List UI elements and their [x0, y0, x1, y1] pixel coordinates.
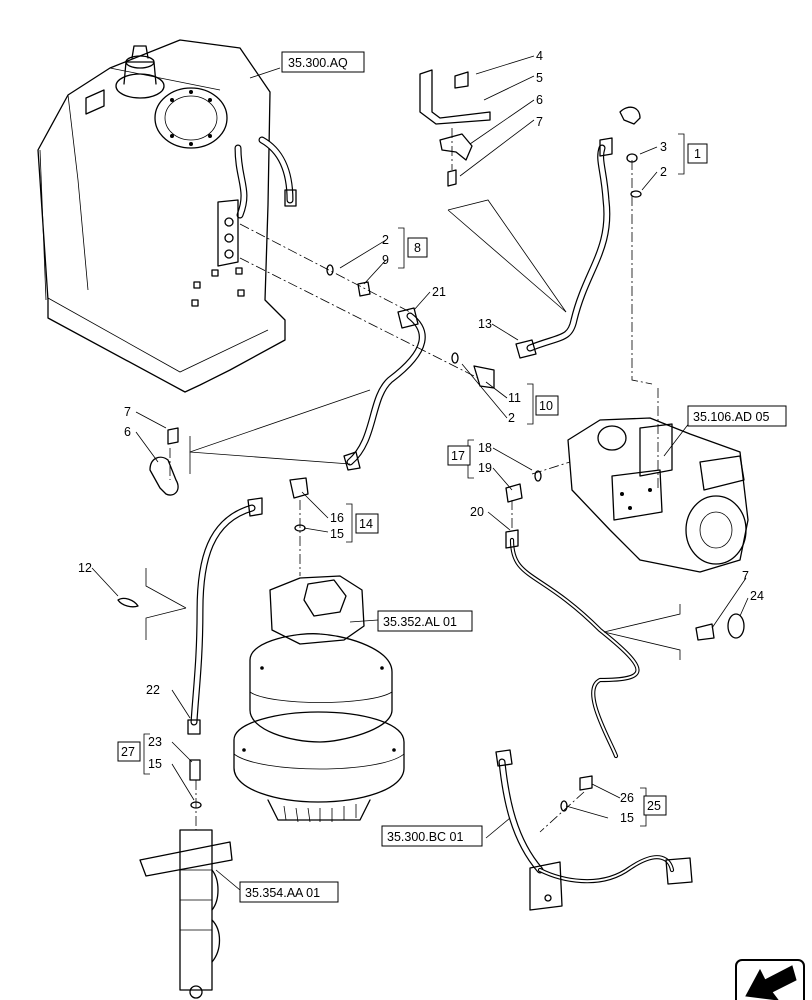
group-brackets: [143, 133, 685, 827]
center-joint: [139, 829, 233, 999]
ref-swing-motor-box: [377, 610, 473, 632]
item-3: 3: [660, 140, 667, 154]
ref-tank: 35.300.AQ: [288, 56, 348, 70]
item-4: 4: [536, 49, 543, 63]
group-14: 14: [359, 517, 373, 531]
item-9: 9: [382, 253, 389, 267]
group-27: 27: [121, 745, 135, 759]
leader-lines: [91, 55, 749, 891]
ref-swing-motor: 35.352.AL 01: [383, 615, 457, 629]
group-1: 1: [694, 147, 701, 161]
item-18: 18: [478, 441, 492, 455]
item-19: 19: [478, 461, 492, 475]
item-7: 7: [742, 569, 749, 583]
swing-motor: [233, 575, 405, 823]
item-15: 15: [330, 527, 344, 541]
item-26: 26: [620, 791, 634, 805]
view-indicators: [145, 199, 681, 660]
center-lines: [169, 128, 659, 833]
item-24: 24: [750, 589, 764, 603]
bracket-parts: [419, 69, 491, 187]
group-8: 8: [414, 241, 421, 255]
next-page-arrow-icon[interactable]: [735, 959, 805, 1000]
main-pump: [567, 417, 749, 573]
reference-labels: 35.300.AQ 35.106.AD 05 35.352.AL 01 35.3…: [239, 51, 787, 903]
hydraulic-tank: [37, 39, 297, 393]
group-17: 17: [451, 449, 465, 463]
item-6: 6: [124, 425, 131, 439]
item-13: 13: [478, 317, 492, 331]
ref-pump: 35.106.AD 05: [693, 410, 769, 424]
hose-lines: [117, 106, 745, 791]
group-10: 10: [539, 399, 553, 413]
item-11: 11: [508, 391, 521, 405]
item-15: 15: [148, 757, 162, 771]
ref-pipe: 35.300.BC 01: [387, 830, 463, 844]
ref-pipe-box: [381, 825, 483, 847]
item-15: 15: [620, 811, 634, 825]
item-6: 6: [536, 93, 543, 107]
item-7: 7: [124, 405, 131, 419]
ref-tank-box: [281, 51, 365, 73]
item-5: 5: [536, 71, 543, 85]
item-2: 2: [660, 165, 667, 179]
group-number-boxes: 1 8 10 17 14 27 25: [117, 143, 708, 816]
ref-joint-box: [239, 881, 339, 903]
item-2: 2: [508, 411, 515, 425]
suction-pipe: [495, 749, 693, 911]
item-7: 7: [536, 115, 543, 129]
item-2: 2: [382, 233, 389, 247]
group-25: 25: [647, 799, 661, 813]
item-numbers: 4 5 6 7 3 2 2 9 21 13 11 2 7 6 18 19 16 …: [78, 49, 764, 825]
ref-joint: 35.354.AA 01: [245, 886, 320, 900]
item-20: 20: [470, 505, 484, 519]
item-23: 23: [148, 735, 162, 749]
item-12: 12: [78, 561, 92, 575]
item-16: 16: [330, 511, 344, 525]
item-21: 21: [432, 285, 446, 299]
ref-pump-box: [687, 405, 787, 427]
item-22: 22: [146, 683, 160, 697]
